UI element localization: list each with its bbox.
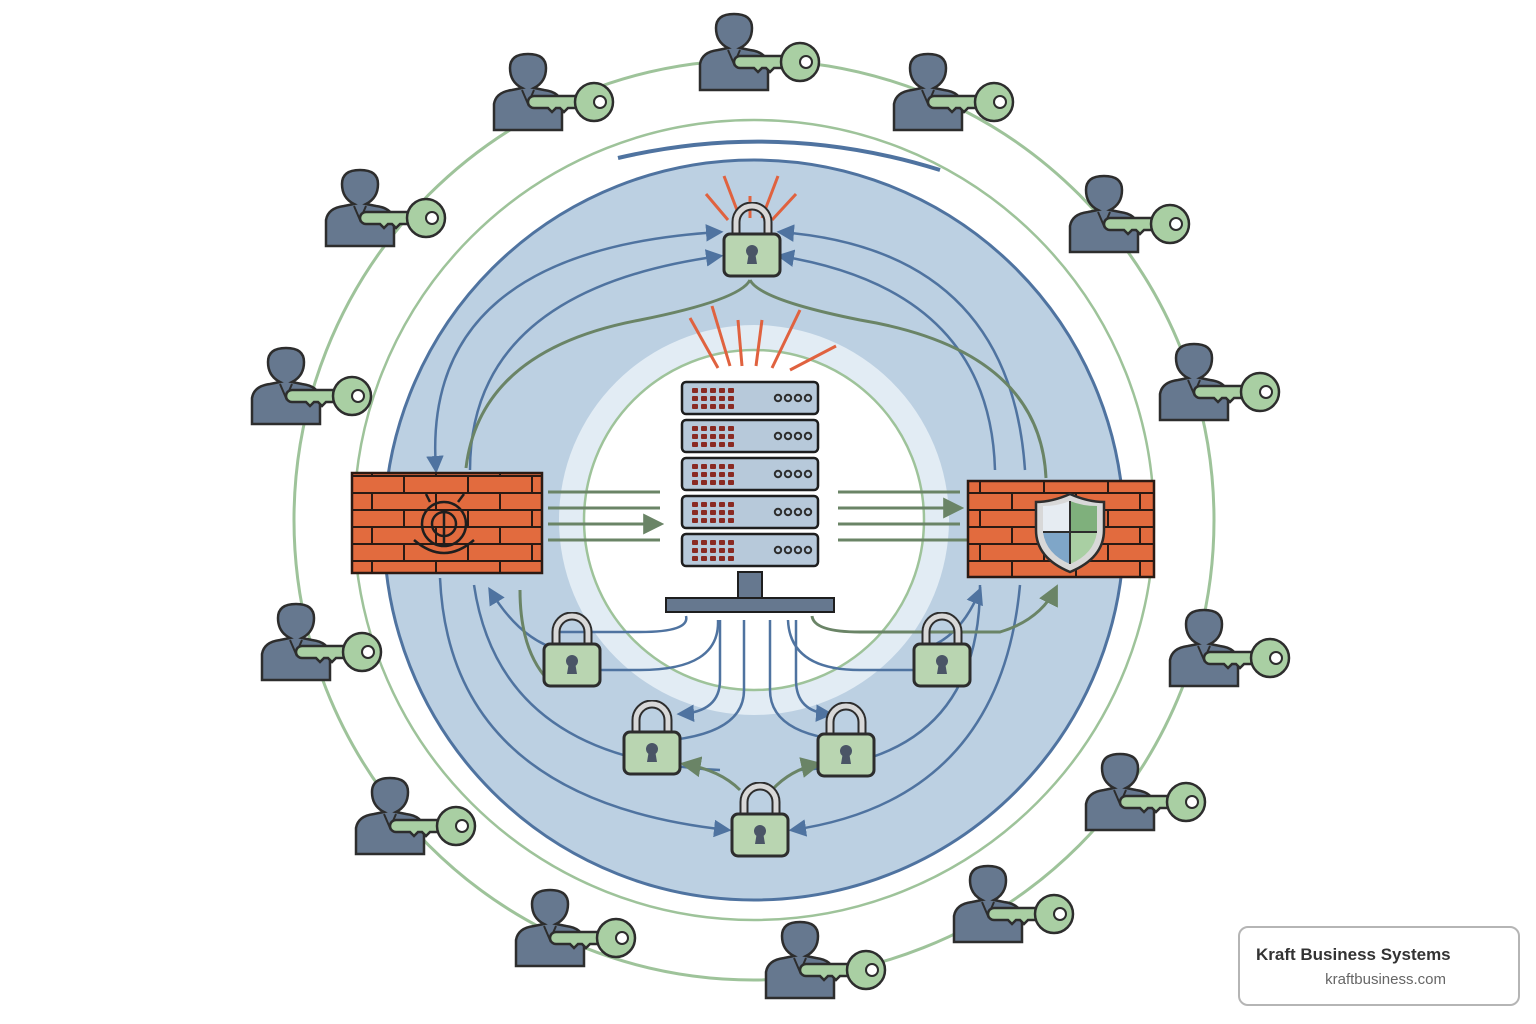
user-with-key-icon <box>324 168 447 248</box>
shield-icon <box>1034 492 1106 574</box>
server-rack[interactable] <box>665 380 835 613</box>
user-with-key-icon <box>1068 174 1191 254</box>
breach-emblem-icon <box>413 493 475 555</box>
server-unit <box>680 418 820 454</box>
user-with-key-icon <box>892 52 1015 132</box>
server-unit <box>680 456 820 492</box>
server-stand <box>665 571 835 613</box>
server-unit <box>680 494 820 530</box>
user-with-key-icon <box>1168 608 1291 688</box>
firewall-left-compromised[interactable] <box>350 471 544 575</box>
user-with-key-icon <box>764 920 887 1000</box>
server-unit <box>680 380 820 416</box>
server-unit <box>680 532 820 568</box>
user-with-key-icon <box>492 52 615 132</box>
user-with-key-icon <box>260 602 383 682</box>
flow-lines-blue <box>426 224 1027 838</box>
alert-rays-server <box>688 305 837 372</box>
user-with-key-icon <box>1158 342 1281 422</box>
brand-watermark: Kraft Business Systems kraftbusiness.com <box>1238 926 1520 1006</box>
user-with-key-icon <box>952 864 1075 944</box>
user-with-key-icon <box>1084 752 1207 832</box>
firewall-right-protected[interactable] <box>966 479 1156 579</box>
outer-arc <box>617 139 941 172</box>
brand-name: Kraft Business Systems <box>1256 945 1451 964</box>
user-with-key-icon <box>250 346 373 426</box>
user-with-key-icon <box>514 888 637 968</box>
user-with-key-icon <box>698 12 821 92</box>
flow-lines-green <box>464 279 1058 792</box>
brand-url[interactable]: kraftbusiness.com <box>1325 971 1446 988</box>
